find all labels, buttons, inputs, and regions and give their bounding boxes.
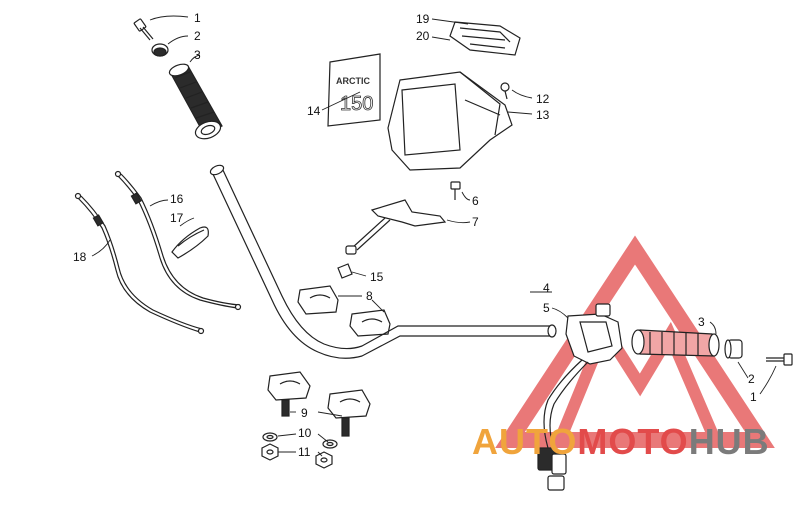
callout-8: 8 [366,289,373,303]
screw-12 [500,82,510,100]
callout-19: 19 [416,12,430,26]
callout-15: 15 [370,270,384,284]
speedometer-assembly: 19 20 [416,12,521,56]
hand-grip-left [168,63,223,140]
mounting-bracket: 6 7 [345,181,479,255]
callout-10: 10 [298,426,312,440]
callout-6: 6 [472,194,479,208]
callout-17: 17 [170,211,184,225]
callout-2-left: 2 [194,29,201,43]
callout-3-left: 3 [194,48,201,62]
svg-text:AUTOMOTOHUB: AUTOMOTOHUB [472,421,770,462]
callout-16: 16 [170,192,184,206]
upper-clamps: 8 [297,285,391,337]
watermark-wordmark: AUTOMOTOHUB [472,421,770,462]
callout-12: 12 [536,92,550,106]
callout-18: 18 [73,250,87,264]
watermark-auto: AUTO [472,421,577,462]
throttle-housing: 4 5 [530,281,623,491]
callout-7: 7 [472,215,479,229]
handlebar-cover: 12 13 [387,71,550,171]
handlebar [209,164,557,359]
callout-20: 20 [416,29,430,43]
clip-15: 15 [337,263,384,284]
callout-5: 5 [543,301,550,315]
right-grip-assembly: 3 2 1 [631,315,793,404]
left-grip-assembly: 1 2 3 [133,11,223,140]
watermark-triangle-inner [554,316,721,443]
decal-text-brand: ARCTIC [336,76,370,86]
decal-text-model: 150 [340,93,373,115]
callout-14: 14 [307,104,321,118]
hand-grip-right [631,329,720,357]
callout-4: 4 [543,281,550,295]
bar-end-weight-left [151,43,169,57]
wiring-connector [537,447,567,491]
end-screw-left [133,18,154,41]
bar-end-weight-right [724,339,743,359]
callout-1-left: 1 [194,11,201,25]
decal: ARCTIC 150 14 [307,53,381,127]
lower-clamps [267,371,371,437]
end-screw-right [766,353,793,366]
callout-2-right: 2 [748,372,755,386]
screw-6 [450,181,461,200]
cable-tie [171,226,209,259]
callout-1-right: 1 [750,390,757,404]
callout-9: 9 [301,406,308,420]
washers [262,432,338,449]
callout-11: 11 [298,445,311,459]
callout-13: 13 [536,108,550,122]
watermark-moto: MOTO [577,421,688,462]
brake-cable [74,192,205,335]
throttle-cable [114,170,242,311]
nuts [261,443,333,469]
watermark-hub: HUB [689,421,770,462]
callout-3-right: 3 [698,315,705,329]
